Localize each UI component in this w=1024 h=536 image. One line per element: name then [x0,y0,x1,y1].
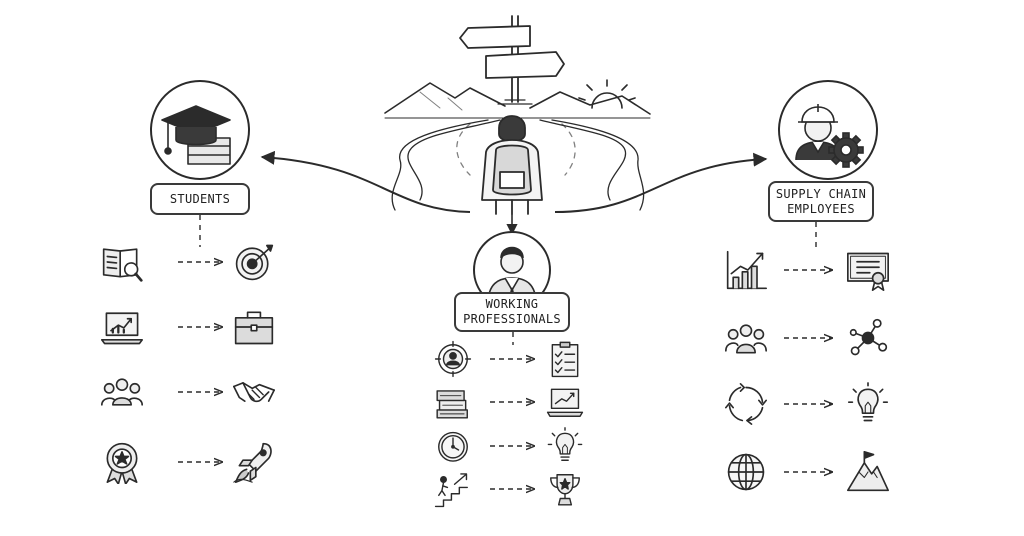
lightbulb-icon [847,382,889,422]
profile-target-icon [434,340,472,378]
climbing-stairs-icon [434,473,468,508]
clock-icon [438,431,468,462]
group-icon [725,324,767,354]
books-icon [436,390,468,419]
signpost-icon [459,15,565,105]
handshake-icon [233,382,275,403]
checklist-icon [551,341,579,378]
gear-icon [828,132,864,168]
main-arrows [260,150,768,236]
crossroads-scene [384,15,651,215]
label-connectors [199,215,817,345]
student-backpack-icon [481,115,543,215]
students-label: STUDENTS [150,183,250,215]
professionals-label: WORKING PROFESSIONALS [454,292,570,332]
award-badge-icon [106,442,138,484]
network-icon [849,318,888,356]
professionals-label-line1: WORKING [485,297,539,311]
globe-icon [727,453,765,491]
sun-icon [578,79,636,109]
lightbulb-icon [547,427,583,461]
arrow-to-students [260,150,471,213]
students-label-text: STUDENTS [169,191,231,206]
briefcase-icon [234,311,274,345]
bar-chart-icon [726,250,767,290]
supply-chain-label: SUPPLY CHAIN EMPLOYEES [768,181,874,222]
supply-chain-label-line1: SUPPLY CHAIN [775,186,867,201]
rocket-icon [233,442,272,483]
book-search-icon [102,248,143,282]
icon-pair-arrows [178,262,832,489]
arrow-to-supply-chain [554,152,768,213]
cycle-arrows-icon [725,383,767,425]
professionals-label-line2: PROFESSIONALS [463,312,561,326]
mountain-flag-icon [847,451,889,492]
certificate-icon [847,252,889,291]
laptop-chart-icon [101,312,143,345]
laptop-growth-icon [546,388,584,417]
supply-chain-label-line2: EMPLOYEES [787,201,855,216]
winding-roads [391,119,645,211]
target-icon [235,244,274,281]
team-icon [101,378,143,406]
graduation-cap-icon [161,105,231,165]
trophy-icon [550,474,580,506]
